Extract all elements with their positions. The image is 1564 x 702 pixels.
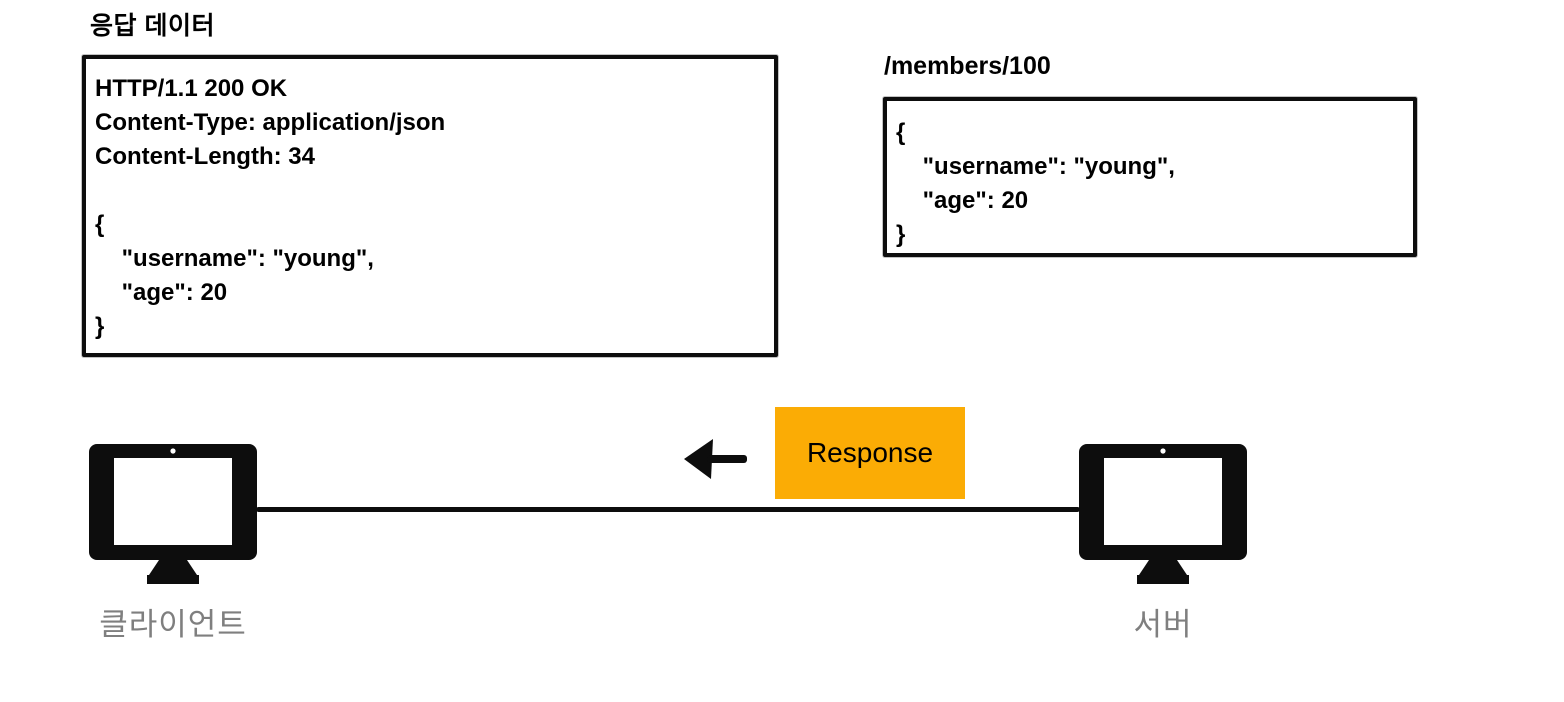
code-line: "username": "young", [95, 245, 374, 272]
response-label: Response [775, 407, 965, 499]
server-label: 서버 [1133, 607, 1193, 642]
code-line: { [95, 211, 105, 238]
server-monitor-icon [1079, 444, 1247, 584]
resource-path-label: /members/100 [884, 52, 1051, 80]
code-line: } [896, 221, 906, 248]
connection-line [256, 507, 1080, 512]
http-response-box: HTTP/1.1 200 OK Content-Type: application… [82, 55, 778, 357]
client-monitor-icon [89, 444, 257, 584]
code-line [95, 174, 764, 208]
arrow-left-icon [684, 439, 747, 479]
code-line: "username": "young", [896, 153, 1175, 180]
code-line: Content-Length: 34 [95, 143, 315, 170]
code-line: { [896, 119, 906, 146]
code-line: HTTP/1.1 200 OK [95, 75, 288, 102]
client-label: 클라이언트 [99, 607, 247, 642]
code-line: Content-Type: application/json [95, 109, 446, 136]
code-line: "age": 20 [896, 187, 1029, 214]
code-line: "age": 20 [95, 279, 228, 306]
response-data-title: 응답 데이터 [90, 12, 215, 40]
resource-json-box: { "username": "young", "age": 20} [883, 97, 1417, 257]
code-line: } [95, 313, 105, 340]
